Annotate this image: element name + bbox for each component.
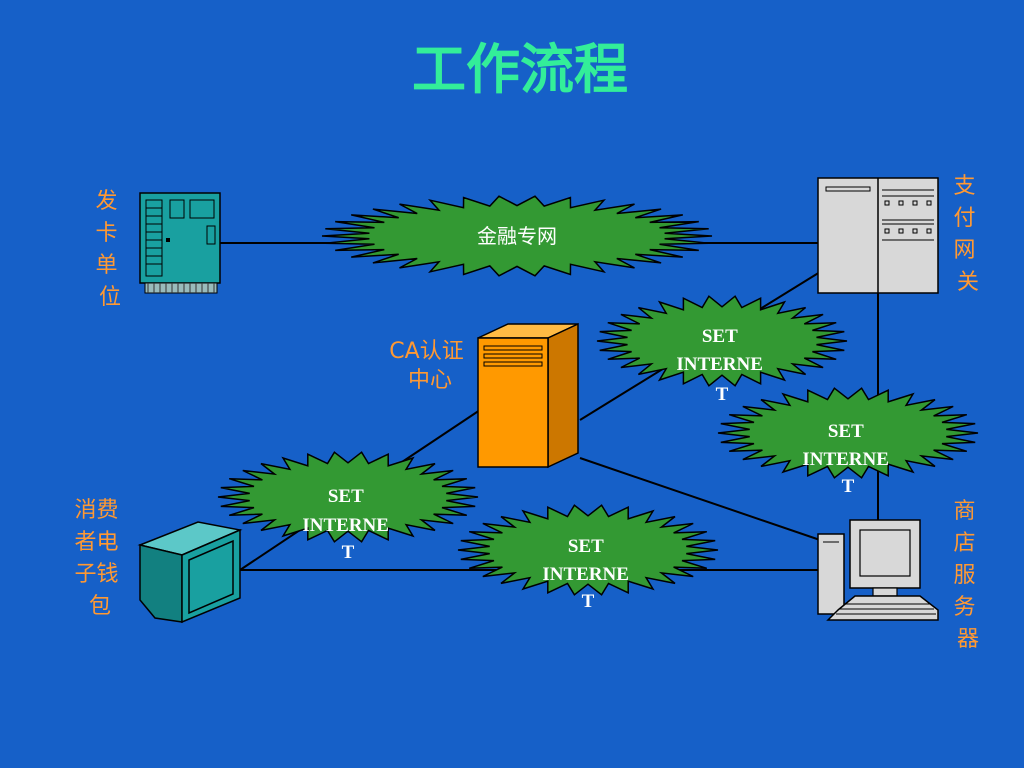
consumer-wallet-node: 消费 者电 子钱 包 <box>74 498 243 624</box>
set-internet-cloud-consumer-ca: SET INTERNE T <box>217 451 479 563</box>
consumer-wallet-label-line: 消费 <box>74 498 118 523</box>
merchant-server-label: 商 店 服 务 器 <box>953 499 982 652</box>
consumer-wallet-label-line: 子钱 <box>74 562 118 587</box>
set-internet-label-line: T <box>582 591 595 612</box>
financial-network-label: 金融专网 <box>477 224 557 248</box>
set-internet-label-line: INTERNE <box>676 354 763 375</box>
set-internet-label-line: T <box>342 542 355 563</box>
card-issuer-label-line: 卡 <box>95 221 117 246</box>
set-internet-label-line: T <box>716 384 729 405</box>
consumer-wallet-label-line: 包 <box>89 594 111 619</box>
merchant-server-label-line: 服 <box>953 563 975 588</box>
workstation-icon <box>817 519 939 621</box>
set-internet-label: SET INTERNE T <box>302 486 393 563</box>
merchant-server-label-line: 器 <box>957 627 979 652</box>
merchant-server-label-line: 务 <box>953 595 975 620</box>
cloud-shape <box>717 387 979 479</box>
payment-gateway-node: 支 付 网 关 <box>817 174 982 295</box>
set-internet-cloud-gateway-merchant: SET INTERNE T <box>717 387 979 497</box>
set-internet-label-line: INTERNE <box>802 449 889 470</box>
set-internet-label: SET INTERNE T <box>542 536 633 612</box>
merchant-server-label-line: 商 <box>953 499 975 524</box>
server-rack-icon <box>817 177 939 294</box>
page-title: 工作流程 <box>412 38 628 101</box>
financial-network-cloud: 金融专网 <box>321 195 713 277</box>
set-internet-label-line: T <box>842 476 855 497</box>
cloud-shape <box>321 195 713 277</box>
consumer-wallet-label: 消费 者电 子钱 包 <box>74 498 125 619</box>
set-internet-label: SET INTERNE T <box>676 326 767 405</box>
ca-center-label-line: 中心 <box>408 368 452 393</box>
set-internet-label-line: INTERNE <box>542 564 629 585</box>
card-issuer-label-line: 发 <box>95 189 117 214</box>
card-issuer-label: 发 卡 单 位 <box>95 189 124 310</box>
card-issuer-label-line: 单 <box>95 253 117 278</box>
set-internet-label-line: SET <box>702 326 738 347</box>
card-issuer-node: 发 卡 单 位 <box>95 189 221 310</box>
set-internet-label-line: INTERNE <box>302 515 389 536</box>
payment-gateway-label-line: 网 <box>953 238 975 263</box>
ca-center-node: CA认证 中心 <box>389 322 579 469</box>
payment-gateway-label: 支 付 网 关 <box>953 174 982 295</box>
line-ca-merchant <box>579 457 821 541</box>
set-internet-label-line: SET <box>828 421 864 442</box>
set-internet-label-line: SET <box>328 486 364 507</box>
set-internet-cloud-consumer-merchant: SET INTERNE T <box>457 504 719 612</box>
merchant-server-label-line: 店 <box>953 531 975 556</box>
server-tower-icon <box>477 322 579 469</box>
payment-gateway-label-line: 关 <box>957 270 979 295</box>
monitor-icon <box>137 521 243 624</box>
ca-center-label: CA认证 中心 <box>389 339 470 393</box>
cloud-shape <box>596 295 848 387</box>
set-internet-label-line: SET <box>568 536 604 557</box>
ca-center-label-line: CA认证 <box>389 339 463 364</box>
payment-gateway-label-line: 支 <box>953 174 975 199</box>
smartcard-icon <box>139 192 221 294</box>
card-issuer-label-line: 位 <box>99 285 121 310</box>
cloud-shape <box>217 451 479 543</box>
set-internet-label: SET INTERNE T <box>802 421 893 497</box>
merchant-server-node: 商 店 服 务 器 <box>817 499 982 652</box>
set-internet-cloud-gateway-ca: SET INTERNE T <box>596 295 848 405</box>
cloud-shape <box>457 504 719 596</box>
consumer-wallet-label-line: 者电 <box>74 530 118 555</box>
payment-gateway-label-line: 付 <box>953 206 975 231</box>
